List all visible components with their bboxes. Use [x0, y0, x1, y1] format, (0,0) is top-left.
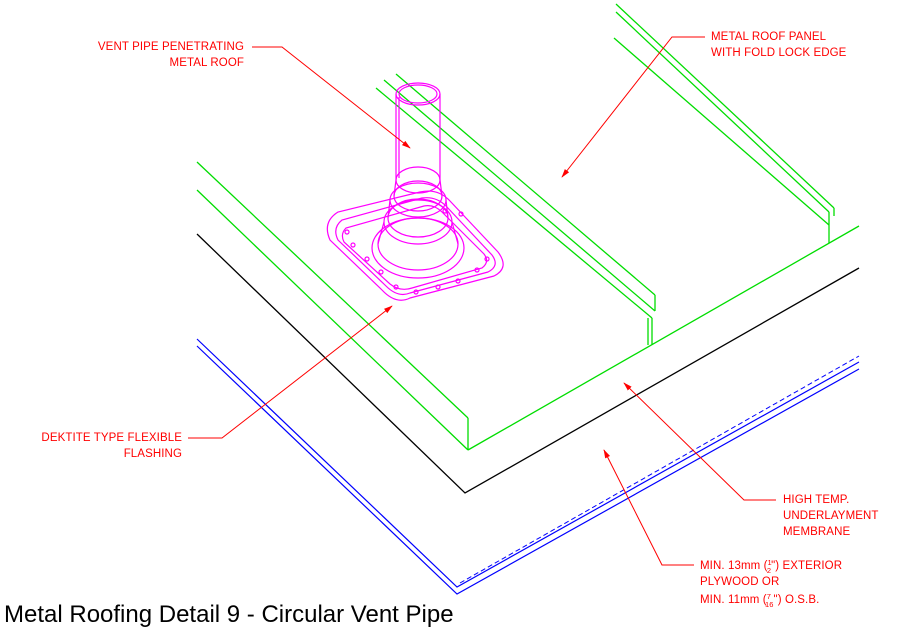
callout-membrane: HIGH TEMP. UNDERLAYMENT MEMBRANE	[783, 494, 879, 538]
leader-vent-pipe	[252, 46, 411, 149]
callout-flashing: DEKTITE TYPE FLEXIBLE FLASHING	[41, 432, 182, 460]
leader-flashing	[188, 305, 393, 439]
callout-plywood-line2: PLYWOOD OR	[700, 576, 779, 588]
callout-vent-pipe: VENT PIPE PENETRATING METAL ROOF	[98, 41, 244, 69]
callout-roof-panel-line1: METAL ROOF PANEL	[711, 31, 827, 43]
callout-flashing-line1: DEKTITE TYPE FLEXIBLE	[41, 432, 182, 444]
plywood-sheathing-layer	[196, 338, 860, 595]
callout-roof-panel: METAL ROOF PANEL WITH FOLD LOCK EDGE	[711, 31, 847, 59]
metal-roof-panel-layer	[196, 3, 860, 451]
callout-membrane-line2: UNDERLAYMENT	[783, 510, 879, 522]
leader-roof-panel	[561, 36, 705, 178]
leader-membrane	[623, 382, 776, 501]
callout-membrane-line3: MEMBRANE	[783, 526, 850, 538]
underlayment-membrane-layer	[196, 233, 860, 494]
leader-plywood	[603, 449, 694, 566]
callout-roof-panel-line2: WITH FOLD LOCK EDGE	[711, 47, 847, 59]
callout-membrane-line1: HIGH TEMP.	[783, 494, 849, 506]
drawing-title: Metal Roofing Detail 9 - Circular Vent P…	[4, 601, 454, 628]
callout-vent-pipe-line2: METAL ROOF	[170, 57, 244, 69]
flashing-screw-holes	[344, 208, 490, 295]
callout-vent-pipe-line1: VENT PIPE PENETRATING	[98, 41, 244, 53]
vent-pipe-and-flashing	[326, 82, 504, 301]
callout-flashing-line2: FLASHING	[124, 448, 182, 460]
callout-leaders	[188, 36, 776, 566]
